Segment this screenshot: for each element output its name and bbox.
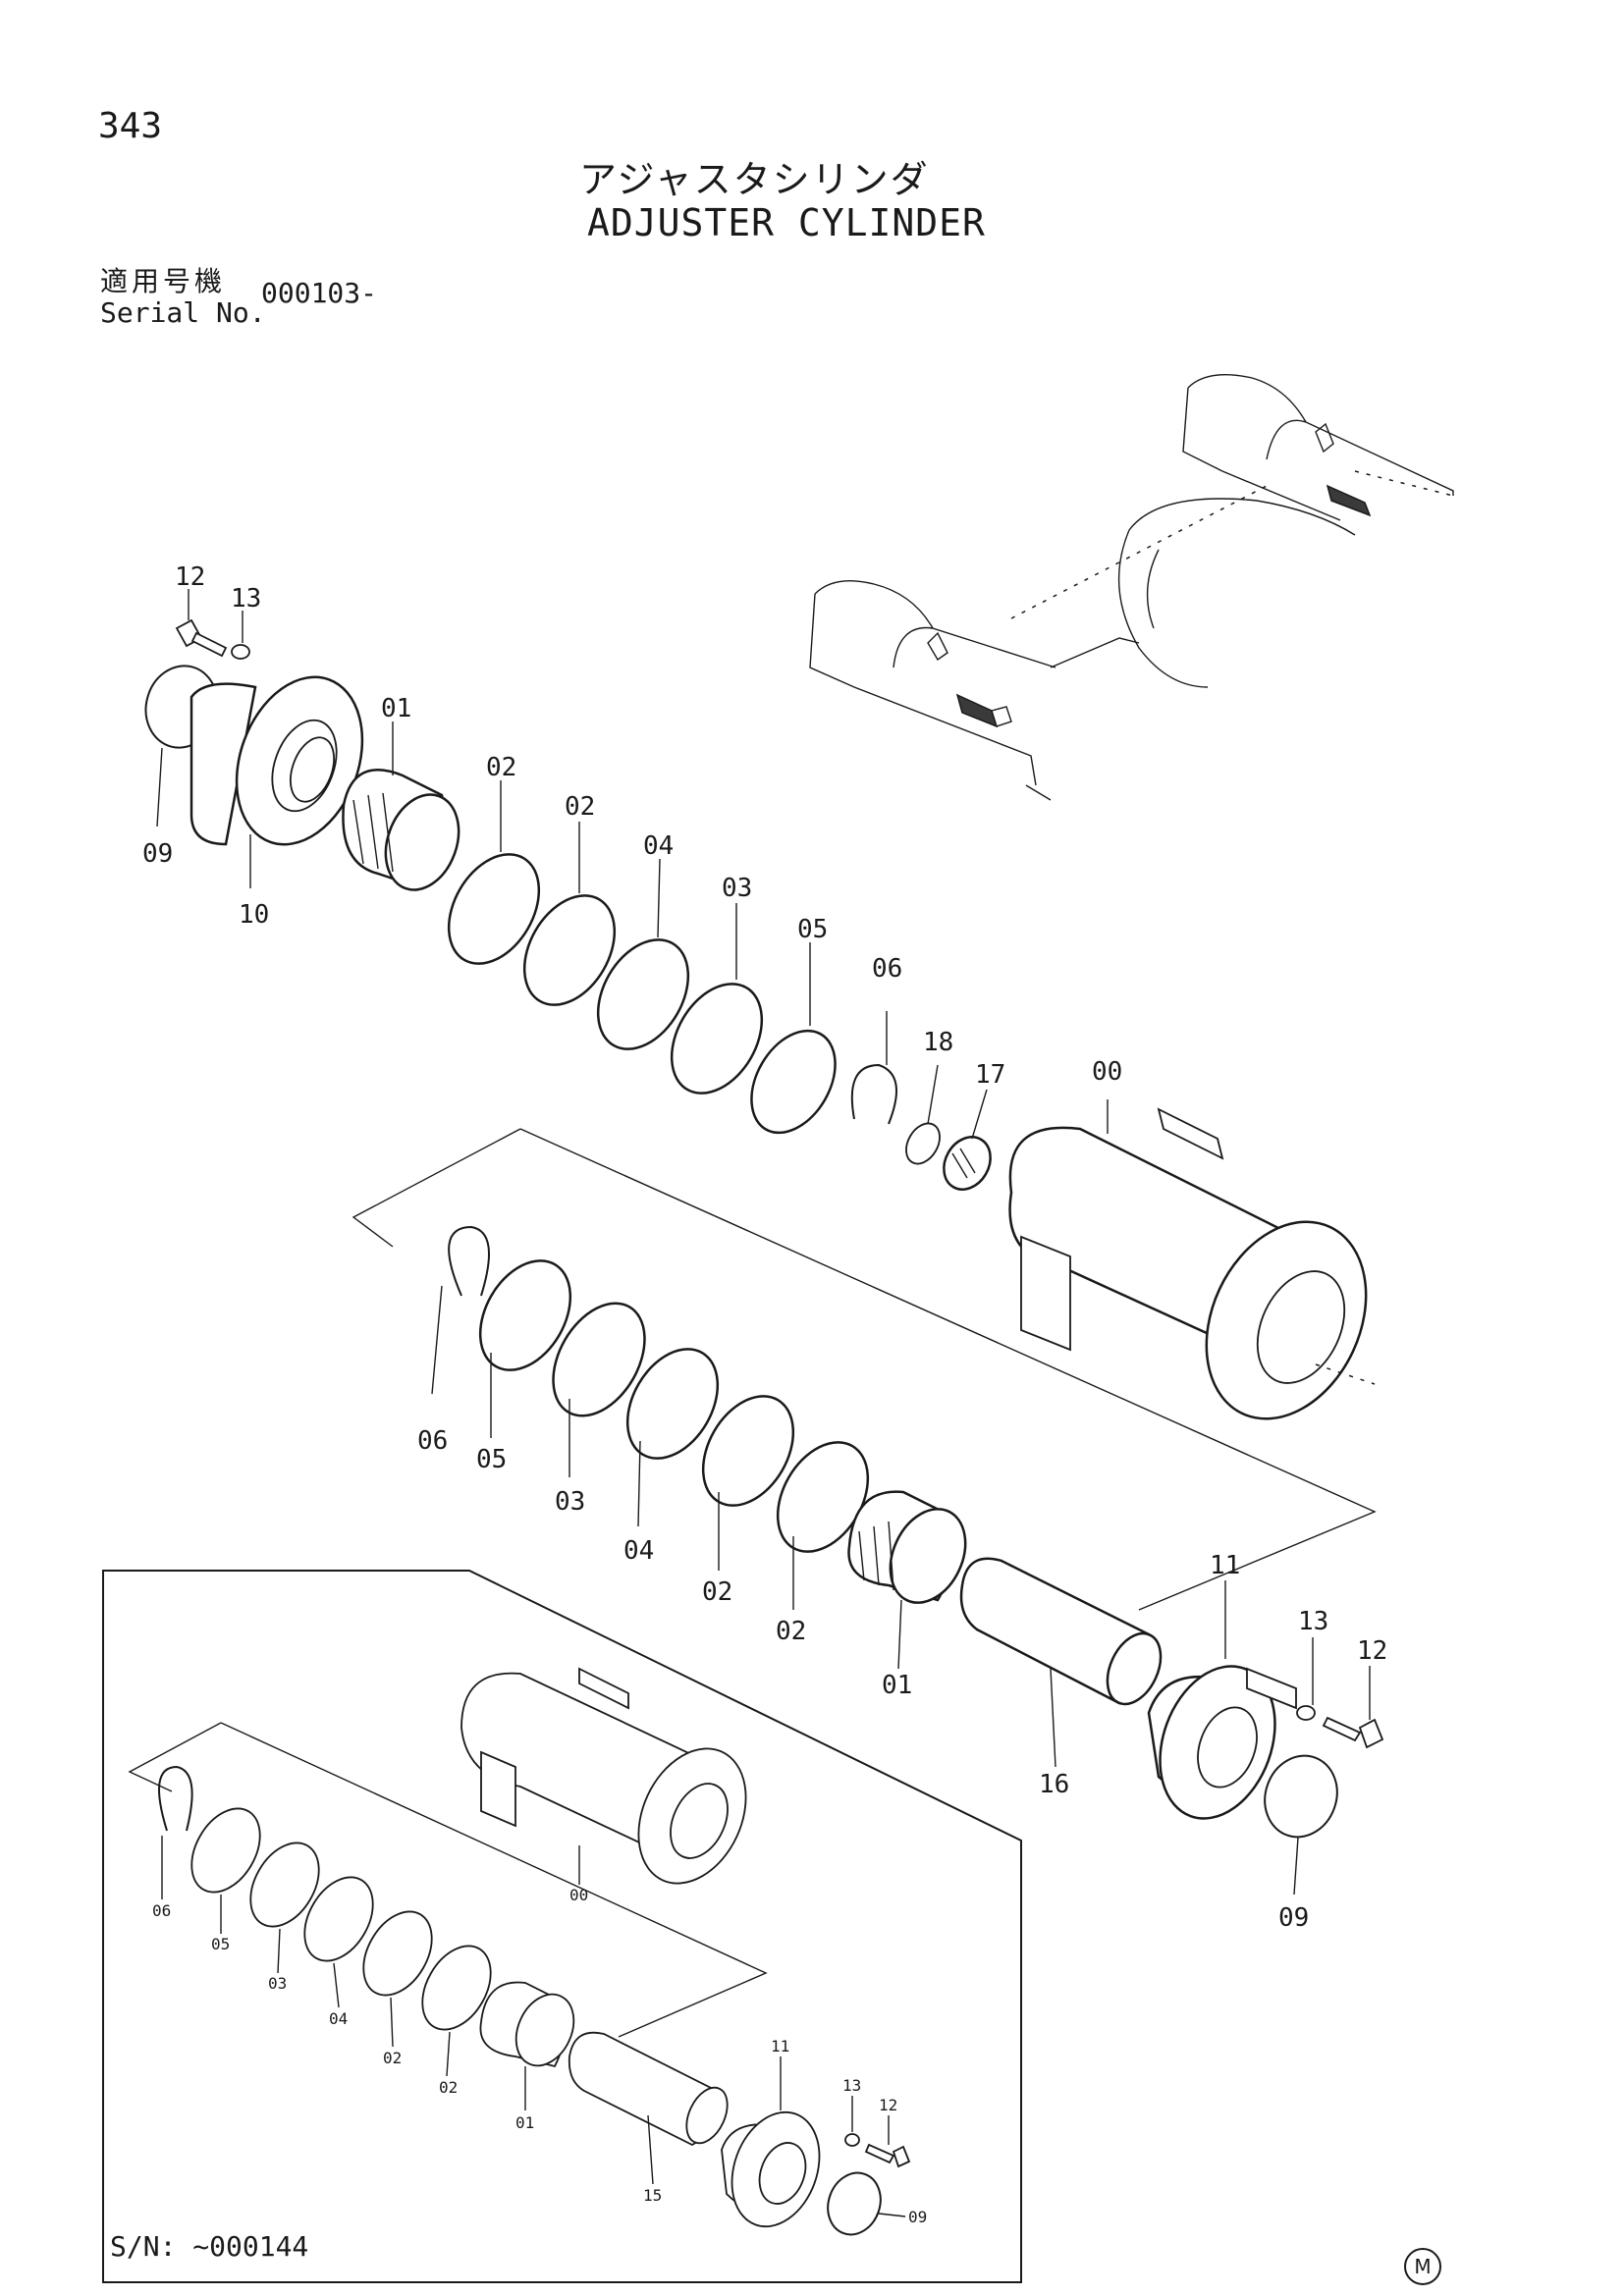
inset-older-version: 06 05 03 04 02 02 01 00 15 11 13 12 09 <box>102 1570 1022 2283</box>
callout-09: 09 <box>142 839 173 869</box>
assembly-guideline <box>352 1128 521 1248</box>
callout-02: 02 <box>776 1617 806 1646</box>
piston-rod <box>959 1557 1163 1706</box>
callout-12: 12 <box>1357 1636 1387 1666</box>
callout-01: 01 <box>381 694 411 723</box>
bolt <box>175 618 228 658</box>
backup-ring <box>362 1910 433 1997</box>
cylinder-body <box>460 1667 747 1885</box>
washer <box>231 644 250 660</box>
upper-exploded-row: 12 13 09 10 01 02 02 04 03 05 06 18 17 0… <box>142 562 1377 1611</box>
cylinder-flange <box>189 675 364 846</box>
callout-16: 16 <box>1039 1770 1069 1799</box>
callout-13: 13 <box>1298 1607 1328 1636</box>
washer <box>844 2133 860 2147</box>
callout-06: 06 <box>417 1426 448 1456</box>
callout-18: 18 <box>923 1028 953 1057</box>
callout-11: 11 <box>1210 1551 1240 1580</box>
callout-02: 02 <box>565 792 595 822</box>
callout-02: 02 <box>702 1577 732 1607</box>
callout-09: 09 <box>1278 1903 1309 1933</box>
cylinder-flange <box>1147 1665 1297 1820</box>
adjuster-location-marker <box>1326 484 1372 517</box>
o-ring <box>596 938 690 1050</box>
o-ring <box>303 1876 374 1962</box>
callout-03: 03 <box>722 874 752 903</box>
maker-mark-icon: M <box>1404 2248 1441 2285</box>
title-english: ADJUSTER CYLINDER <box>587 201 986 244</box>
callout-01: 01 <box>882 1671 912 1700</box>
callout-04: 04 <box>643 831 674 861</box>
callout-00: 00 <box>569 1886 588 1904</box>
assembly-guideline <box>519 1128 1377 1611</box>
callout-00: 00 <box>1092 1057 1122 1087</box>
callout-05: 05 <box>211 1935 230 1953</box>
wear-ring <box>190 1807 261 1894</box>
piston-rod <box>568 2031 729 2147</box>
callout-09: 09 <box>908 2208 927 2226</box>
packing <box>249 1842 320 1928</box>
middle-exploded-row: 06 05 03 04 02 02 01 16 11 13 12 09 <box>417 1225 1387 1933</box>
bolt <box>864 2143 911 2168</box>
page-number: 343 <box>98 106 163 146</box>
callout-13: 13 <box>231 584 261 614</box>
snap-ring <box>448 1225 490 1297</box>
callout-06: 06 <box>872 954 902 984</box>
title-japanese: アジャスタシリンダ <box>579 158 930 201</box>
inset-serial-range: S/N: ~000144 <box>110 2230 309 2263</box>
snap-ring <box>158 1765 193 1832</box>
wear-ring <box>478 1259 572 1371</box>
serial-number-value: 000103- <box>261 277 378 309</box>
callout-12: 12 <box>175 562 205 592</box>
inset-frame <box>102 1570 1022 2283</box>
piston <box>479 1981 575 2068</box>
callout-17: 17 <box>975 1060 1005 1090</box>
callout-04: 04 <box>623 1536 654 1566</box>
callout-05: 05 <box>797 915 828 944</box>
packing <box>552 1302 646 1417</box>
bolt <box>1322 1716 1384 1749</box>
washer <box>1296 1705 1316 1721</box>
callout-12: 12 <box>879 2096 897 2114</box>
callout-03: 03 <box>555 1487 585 1517</box>
packing <box>670 983 764 1095</box>
callout-11: 11 <box>771 2037 789 2056</box>
track-frame-location-sketch <box>809 373 1454 801</box>
backup-ring <box>522 894 617 1006</box>
serial-label-english: Serial No. <box>100 296 266 329</box>
wear-ring <box>750 1029 837 1135</box>
o-ring <box>827 2171 882 2236</box>
callout-02: 02 <box>486 753 516 782</box>
cylinder-body <box>1008 1107 1368 1420</box>
callout-02: 02 <box>439 2078 458 2097</box>
callout-15: 15 <box>643 2186 662 2205</box>
serial-label-japanese: 適用号機 <box>100 265 227 297</box>
callout-04: 04 <box>329 2009 348 2028</box>
callout-02: 02 <box>383 2049 402 2067</box>
cylinder-flange <box>721 2110 821 2228</box>
snap-ring <box>905 1122 941 1165</box>
callout-13: 13 <box>842 2076 861 2095</box>
assembly-guideline <box>128 1722 222 1792</box>
callout-10: 10 <box>239 900 269 930</box>
backup-ring <box>447 853 541 965</box>
callout-05: 05 <box>476 1445 507 1474</box>
adjuster-location-marker <box>955 693 1012 728</box>
piston <box>847 1490 967 1604</box>
snap-ring <box>850 1063 897 1125</box>
backup-ring <box>421 1945 492 2031</box>
o-ring <box>1264 1754 1338 1839</box>
check-valve <box>943 1136 992 1191</box>
piston <box>342 769 460 891</box>
callout-06: 06 <box>152 1901 171 1920</box>
assembly-guideline <box>220 1722 768 2038</box>
o-ring <box>625 1348 720 1460</box>
callout-01: 01 <box>515 2113 534 2132</box>
callout-03: 03 <box>268 1974 287 1993</box>
